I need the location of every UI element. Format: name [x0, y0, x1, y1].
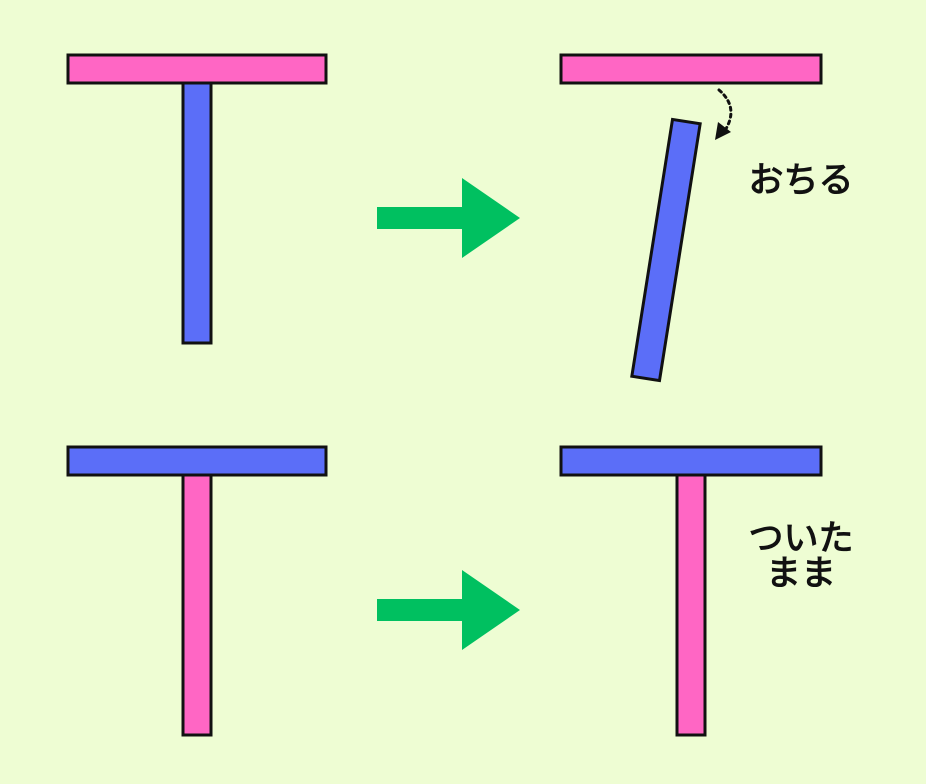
- t-shape-bottom-after: [559, 445, 823, 737]
- t-shape-bottom-before: [66, 445, 328, 737]
- label-stays-line1: ついた: [748, 519, 854, 559]
- blue-crossbar: [559, 445, 823, 477]
- dotted-arrow-head-icon: [715, 122, 731, 140]
- pink-stem: [181, 473, 213, 737]
- label-stays: ついた まま: [736, 522, 866, 592]
- right-arrow-bottom: [377, 570, 520, 650]
- falling-blue-stem: [630, 117, 702, 383]
- pink-crossbar: [559, 53, 823, 85]
- t-shape-top-before: [66, 53, 328, 345]
- label-falls: おちる: [748, 161, 854, 201]
- t-shape-top-after: [559, 53, 823, 383]
- blue-crossbar: [66, 445, 328, 477]
- blue-stem: [181, 81, 213, 345]
- right-arrow-top: [377, 178, 520, 258]
- pink-stem: [675, 473, 707, 737]
- pink-crossbar: [66, 53, 328, 85]
- label-stays-line2: まま: [765, 554, 836, 594]
- dotted-curve-arrow: [717, 88, 733, 134]
